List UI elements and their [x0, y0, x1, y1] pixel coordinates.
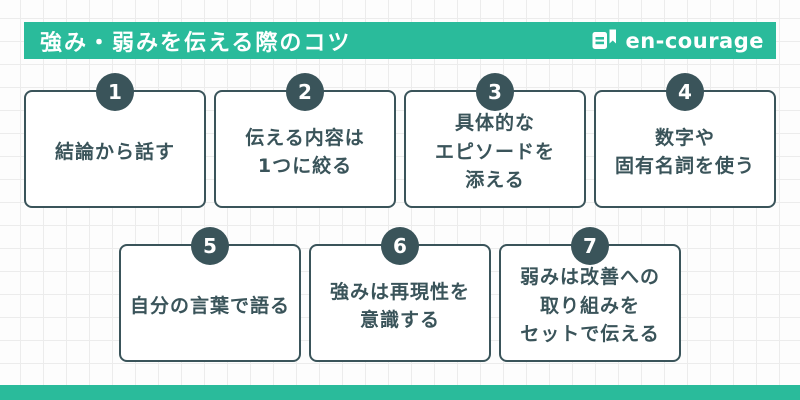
card-number-badge: 3	[476, 73, 514, 111]
card-text: 具体的なエピソードを添える	[435, 103, 555, 195]
tip-card: 1 結論から話す	[24, 73, 206, 208]
card-number-badge: 6	[381, 227, 419, 265]
footer-bar	[0, 385, 800, 400]
card-line: 固有名詞を使う	[614, 155, 755, 177]
card-number-badge: 5	[191, 227, 229, 265]
tip-card: 6 強みは再現性を意識する	[309, 227, 491, 362]
card-line: 強みは再現性を	[329, 280, 470, 303]
card-text: 自分の言葉で語る	[130, 286, 290, 321]
card-text: 数字や固有名詞を使う	[615, 118, 755, 181]
card-text: 強みは再現性を意識する	[330, 272, 470, 335]
card-number-badge: 1	[96, 73, 134, 111]
brand-logo: en-courage	[592, 29, 764, 53]
card-line: 1つに絞る	[257, 155, 353, 177]
card-line: エピソードを	[434, 140, 555, 163]
card-line: 添える	[465, 169, 525, 192]
page-title: 強み・弱みを伝える際のコツ	[40, 30, 352, 56]
card-line: 結論から話す	[54, 140, 175, 163]
card-line: セットで伝える	[520, 323, 660, 346]
card-line: 自分の言葉で語る	[129, 294, 290, 317]
card-line: 伝える内容は	[245, 126, 365, 149]
card-line: 取り組みを	[539, 294, 640, 317]
tip-card: 5 自分の言葉で語る	[119, 227, 301, 362]
card-text: 結論から話す	[55, 132, 175, 167]
tip-card: 3 具体的なエピソードを添える	[404, 73, 586, 208]
card-text: 弱みは改善への取り組みをセットで伝える	[520, 257, 660, 349]
card-number-badge: 2	[286, 73, 324, 111]
card-line: 数字や	[654, 126, 715, 149]
cards-row-1: 1 結論から話す 2 伝える内容は 1つに絞る 3 具体的なエピソードを添える 4…	[0, 73, 800, 208]
card-line: 意識する	[359, 309, 440, 331]
card-number-badge: 7	[571, 227, 609, 265]
header-bar: 強み・弱みを伝える際のコツ en-courage	[24, 22, 776, 59]
cards-row-2: 5 自分の言葉で語る 6 強みは再現性を意識する 7 弱みは改善への取り組みをセ…	[0, 227, 800, 362]
tip-card: 4 数字や固有名詞を使う	[594, 73, 776, 208]
card-line: 具体的な	[454, 112, 535, 135]
card-text: 伝える内容は 1つに絞る	[245, 118, 364, 181]
tip-card: 7 弱みは改善への取り組みをセットで伝える	[499, 227, 681, 362]
tip-card: 2 伝える内容は 1つに絞る	[214, 73, 396, 208]
card-line: 弱みは改善への	[519, 266, 660, 289]
card-number-badge: 4	[666, 73, 704, 111]
book-flag-icon	[592, 29, 619, 52]
brand-name: en-courage	[625, 28, 764, 53]
